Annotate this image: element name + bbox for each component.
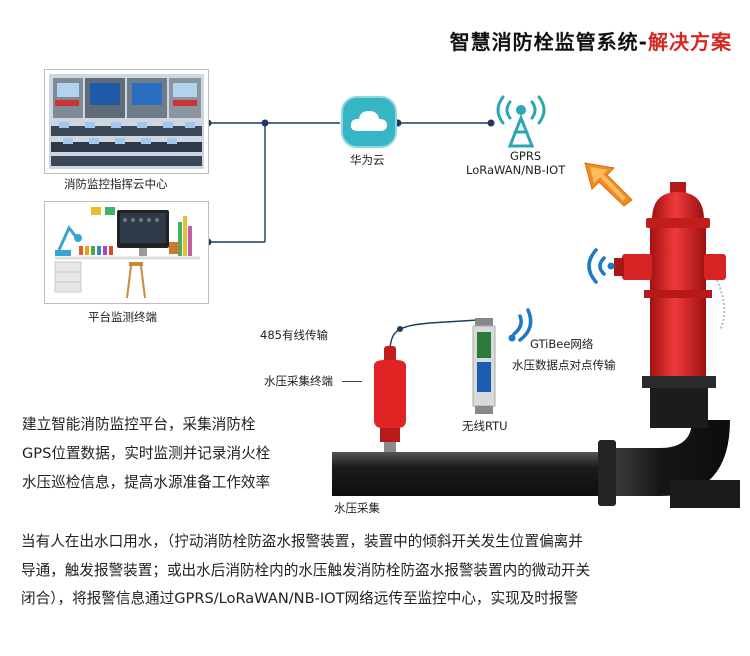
bottom-text-line: 导通，触发报警装置；或出水后消防栓内的水压触发消防栓防盗水报警装置内的微动开关	[21, 561, 591, 579]
cloud-icon	[341, 96, 397, 148]
left-text-line: GPS位置数据，实时监测并记录消火栓	[22, 445, 271, 462]
upload-arrow-icon	[584, 162, 633, 207]
gprs-label: GPRS	[510, 149, 542, 163]
command-center-image	[49, 74, 204, 169]
left-text-line: 建立智能消防监控平台，采集消防栓	[22, 416, 256, 433]
platform-image	[45, 202, 208, 303]
wired-label: 485有线传输	[260, 328, 328, 342]
lora-label: LoRaWAN/NB-IOT	[466, 163, 566, 177]
pipe	[332, 420, 740, 508]
command-center-label: 消防监控指挥云中心	[64, 177, 168, 191]
pressure-terminal-label: 水压采集终端	[264, 374, 333, 388]
cloud-node	[341, 96, 397, 148]
rtu-wifi-icon	[508, 308, 533, 342]
dot-wired	[397, 326, 403, 332]
pressure-terminal-leader	[342, 381, 362, 382]
tower-node	[488, 92, 554, 148]
dot-gprs	[487, 119, 495, 127]
p2p-label: 水压数据点对点传输	[512, 358, 616, 372]
platform-label: 平台监测终端	[88, 310, 157, 324]
left-text-line: 水压巡检信息，提高水源准备工作效率	[22, 474, 271, 491]
left-description: 建立智能消防监控平台，采集消防栓 GPS位置数据，实时监测并记录消火栓 水压巡检…	[22, 410, 270, 497]
pressure-sensor-device	[374, 346, 406, 452]
page-title: 智慧消防栓监管系统-解决方案	[449, 30, 732, 54]
rtu-label: 无线RTU	[462, 419, 508, 433]
rtu-device	[472, 318, 496, 414]
dot-junction	[261, 119, 269, 127]
platform-box	[44, 201, 209, 304]
fire-hydrant	[614, 182, 726, 428]
bottom-text-line: 闭合），将报警信息通过GPRS/LoRaWAN/NB-IOT网络远传至监控中心，…	[21, 590, 579, 607]
bottom-text-line: 当有人在出水口用水，（拧动消防栓防盗水报警装置，装置中的倾斜开关发生位置偏离并	[21, 533, 583, 550]
tower-icon	[496, 95, 546, 148]
command-center-box	[44, 69, 209, 174]
gtibee-label: GTiBee网络	[530, 337, 594, 351]
cloud-label: 华为云	[350, 153, 385, 167]
hydrant-wifi-icon	[587, 248, 615, 284]
pipe-label: 水压采集	[334, 501, 380, 515]
bottom-description: 当有人在出水口用水，（拧动消防栓防盗水报警装置，装置中的倾斜开关发生位置偏离并 …	[21, 528, 590, 614]
